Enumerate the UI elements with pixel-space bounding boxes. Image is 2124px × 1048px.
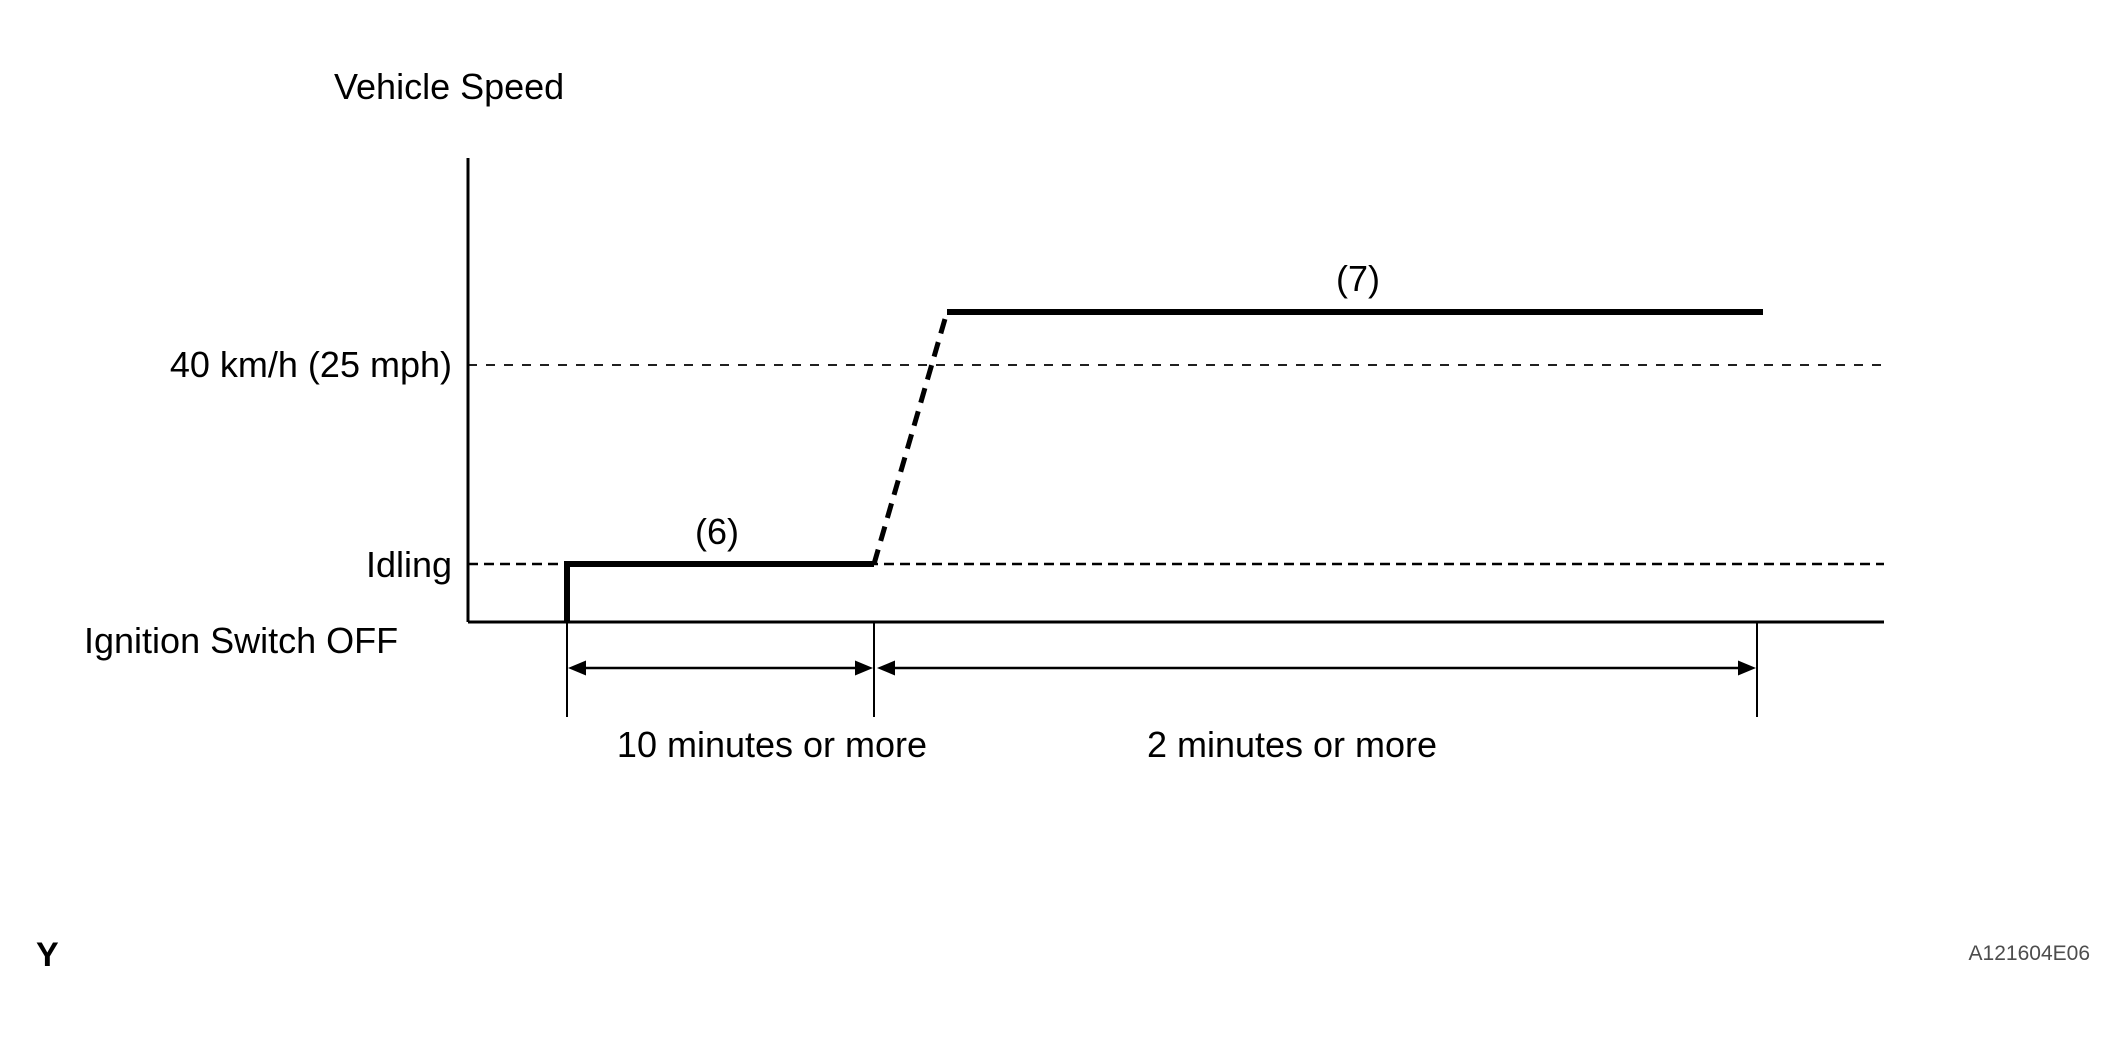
segment-6-label: (6): [695, 511, 739, 552]
page-marker: Y: [36, 936, 59, 974]
duration-10min-label: 10 minutes or more: [616, 724, 928, 765]
arrow-right-icon: [1738, 660, 1756, 676]
figure-code: A121604E06: [1968, 942, 2090, 965]
axis-title: Vehicle Speed: [334, 66, 565, 107]
duration-2min-label: 2 minutes or more: [1146, 724, 1438, 765]
idling-solid-segment: [564, 561, 874, 622]
speed-threshold-label: 40 km/h (25 mph): [169, 344, 452, 385]
tick-marks: [566, 622, 1758, 717]
arrow-left-icon: [568, 660, 586, 676]
duration-arrow-2: [877, 660, 1756, 676]
duration-arrow-1: [568, 660, 873, 676]
acceleration-dashed-segment: [871, 311, 950, 565]
segment-7-label: (7): [1336, 258, 1380, 299]
ignition-off-label: Ignition Switch OFF: [84, 620, 399, 661]
arrow-left-icon: [877, 660, 895, 676]
idling-label: Idling: [365, 544, 452, 585]
arrow-right-icon: [855, 660, 873, 676]
